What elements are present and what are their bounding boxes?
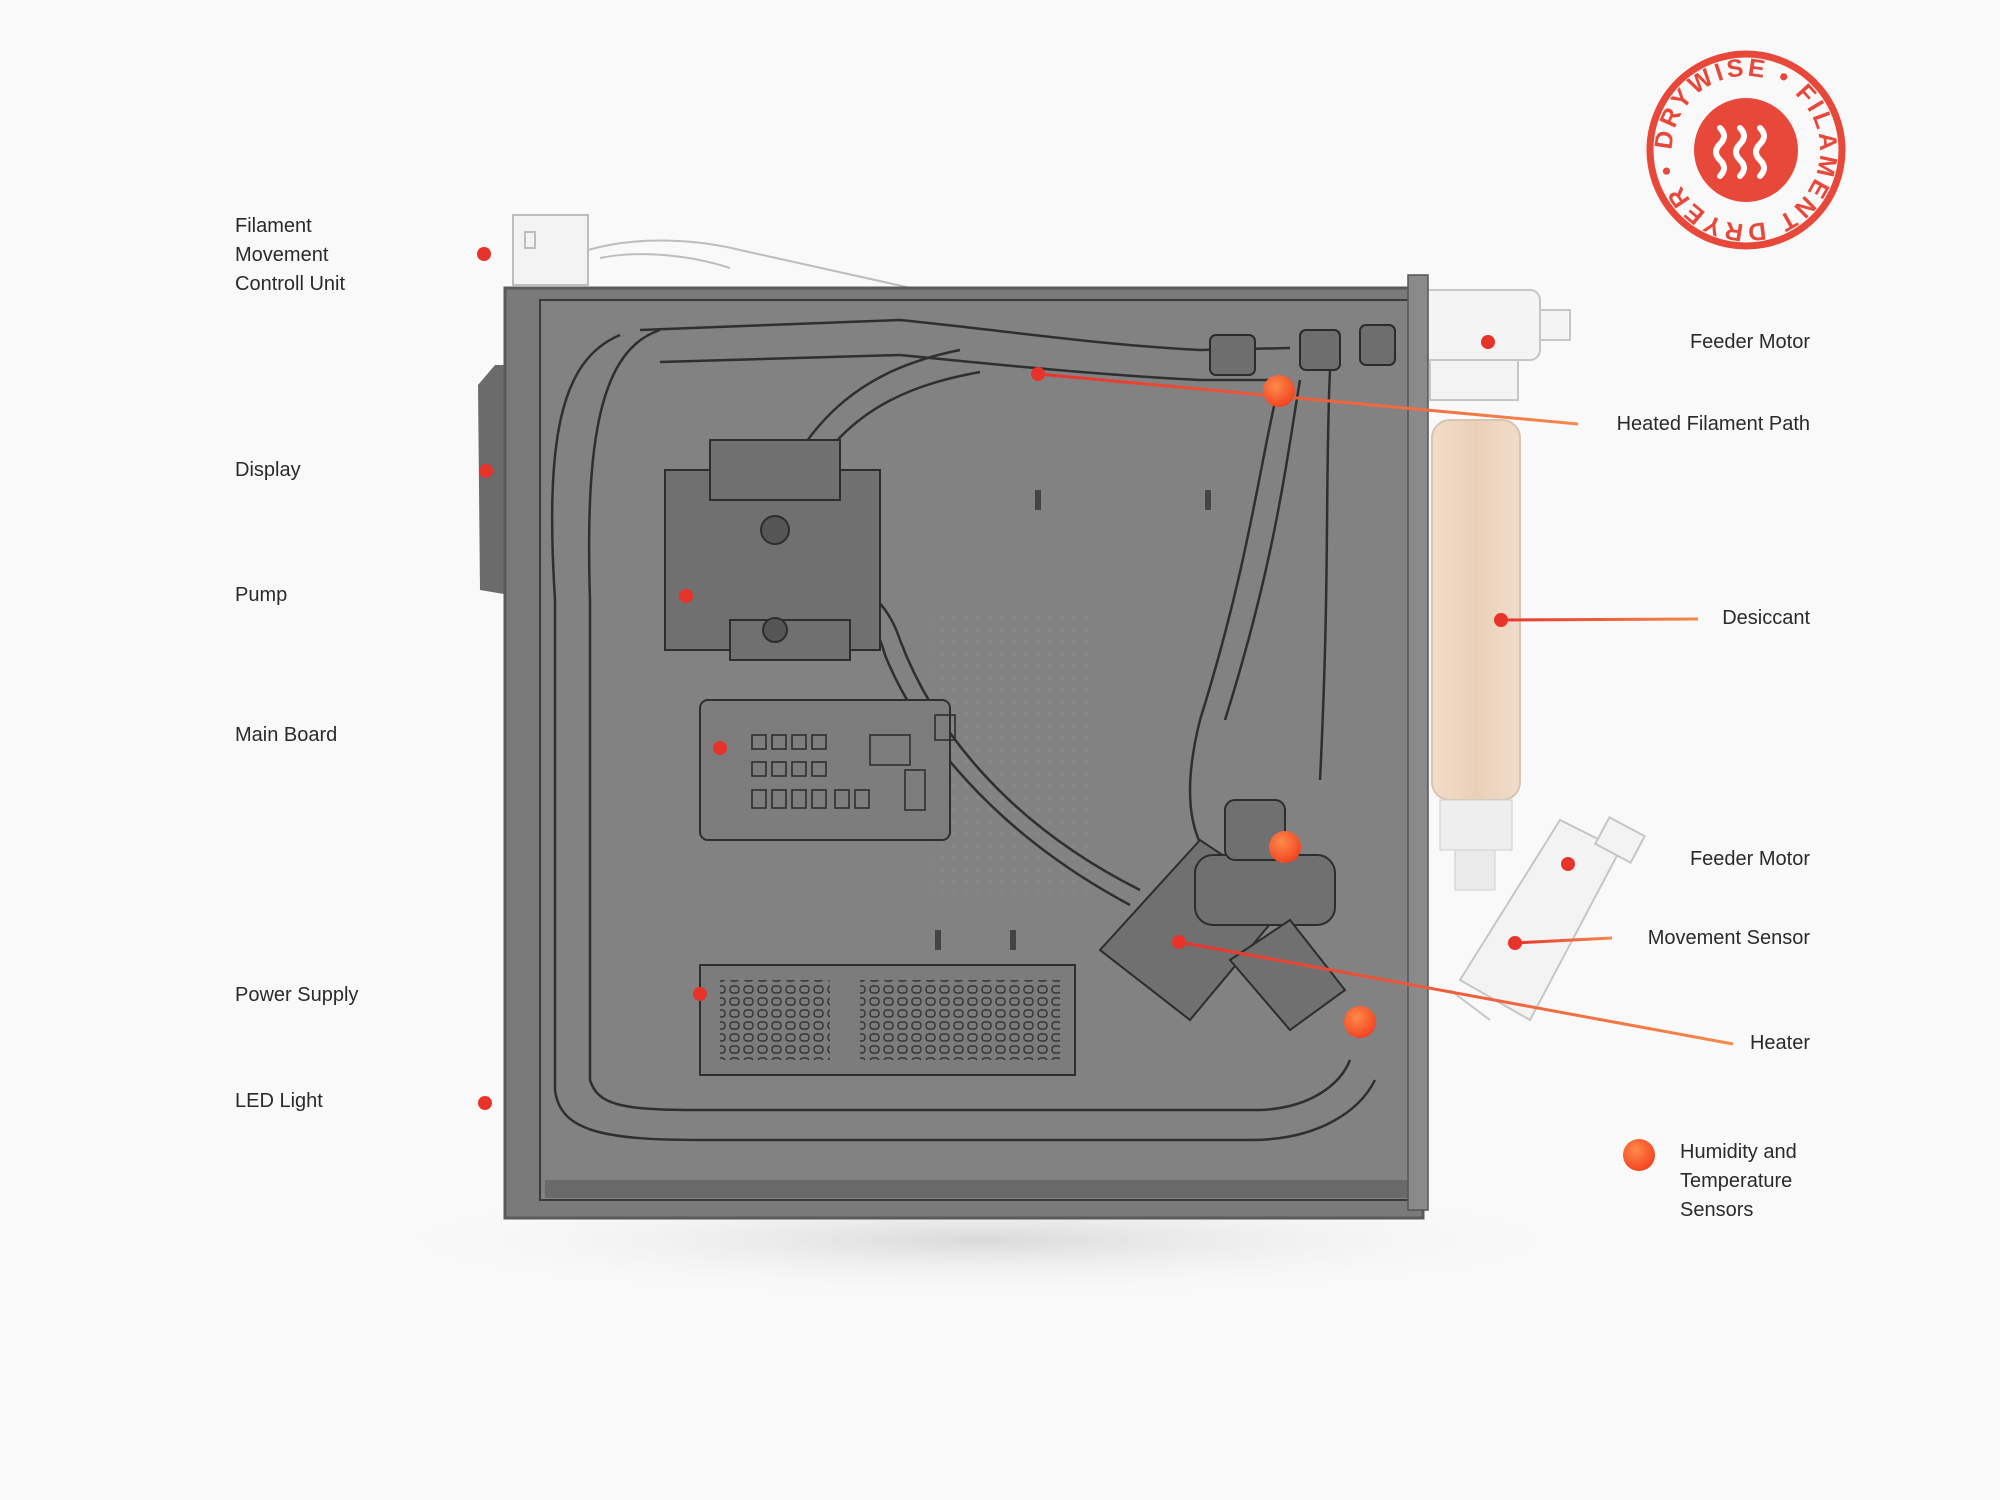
label-desiccant: Desiccant — [1722, 607, 1810, 629]
power-supply — [699, 964, 1076, 1076]
tube-fittings — [1209, 324, 1396, 376]
desiccant-cartridge — [1431, 419, 1521, 891]
label-power-supply: Power Supply — [235, 984, 359, 1006]
label-heated-filament-path: Heated Filament Path — [1616, 413, 1810, 435]
legend-sensors-label: Humidity and Temperature Sensors — [1680, 1141, 1797, 1221]
pump — [664, 439, 881, 661]
label-pump: Pump — [235, 584, 288, 606]
label-main-board: Main Board — [235, 724, 338, 746]
sensor-markers — [1263, 375, 1376, 1038]
main-board — [699, 699, 956, 841]
filament-tubing — [550, 318, 1377, 1142]
label-display: Display — [235, 459, 301, 481]
label-heater: Heater — [1749, 1032, 1810, 1054]
label-led-light: LED Light — [235, 1090, 323, 1112]
legend-sensor-dot — [1623, 1139, 1655, 1171]
heat-waves-icon — [1713, 125, 1767, 179]
callout-leaders — [385, 252, 1734, 1105]
label-movement-sensor: Movement Sensor — [1647, 927, 1810, 949]
display-bezel — [478, 365, 510, 595]
callout-dots — [477, 247, 1575, 1110]
label-filament-movement-control-unit: Filament Movement Controll Unit — [235, 215, 346, 295]
label-feeder-motor-bottom: Feeder Motor — [1689, 848, 1810, 870]
filament-movement-control-unit — [512, 214, 921, 291]
drywise-logo: DRYWISE • FILAMENT DRYER • — [1646, 50, 1846, 250]
label-feeder-motor-top: Feeder Motor — [1689, 331, 1810, 353]
